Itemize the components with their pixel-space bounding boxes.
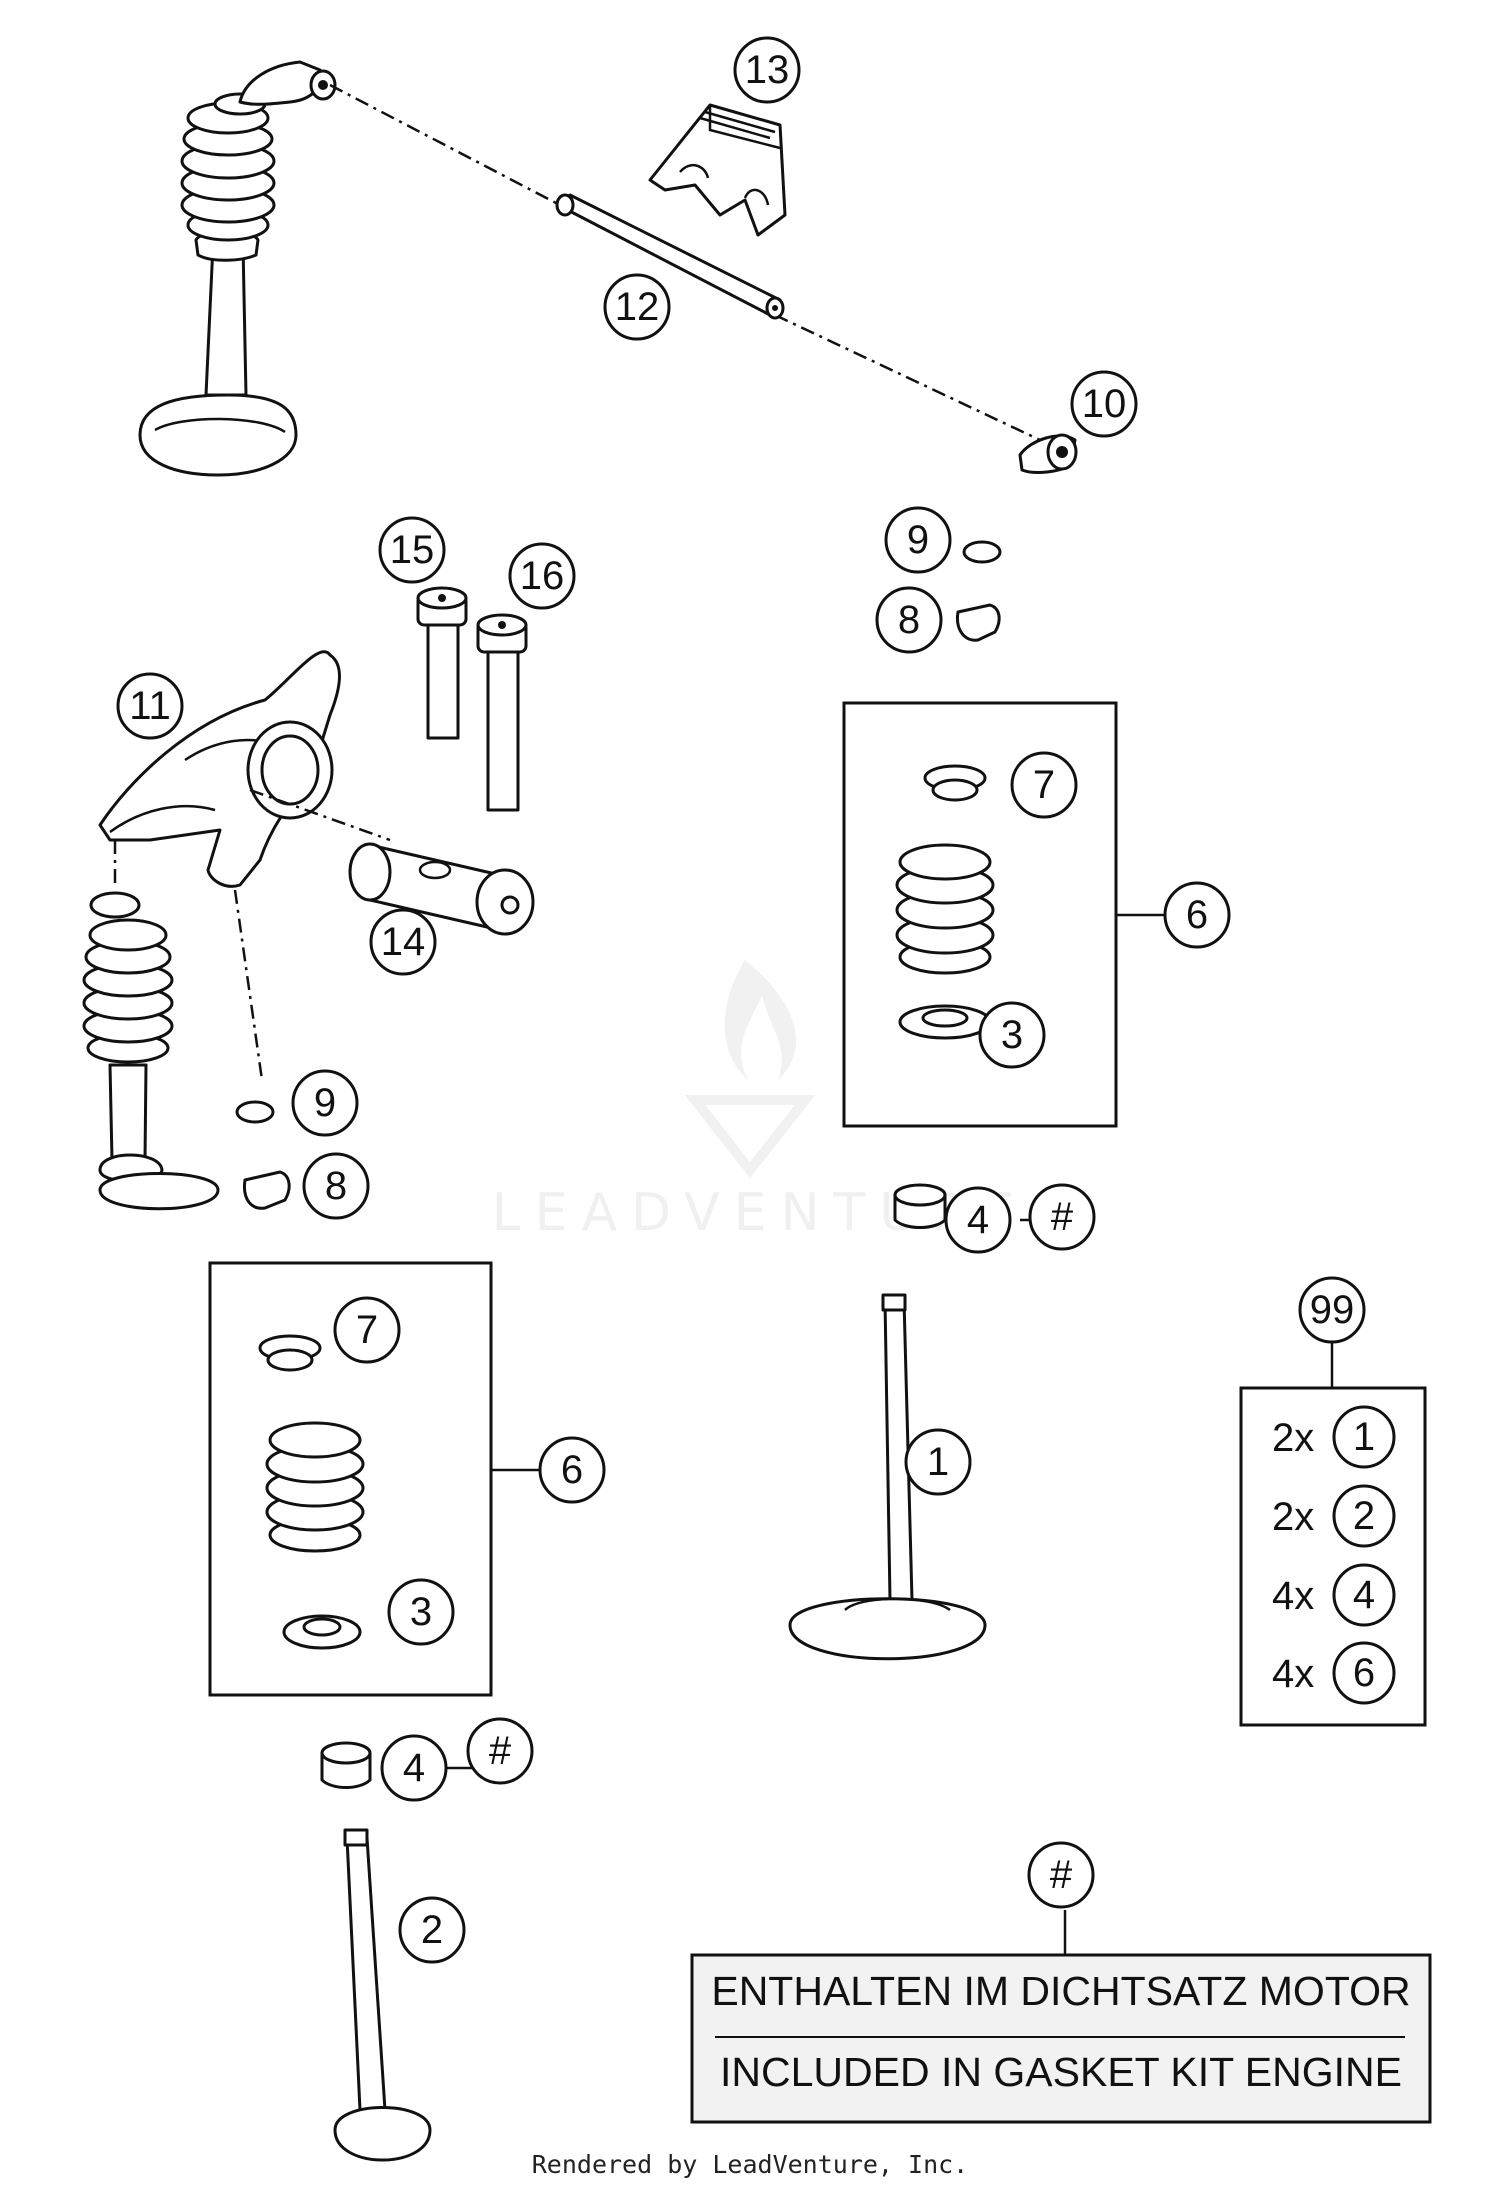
kit-qty: 2x [1272, 1416, 1314, 1460]
intake-valve [788, 1293, 987, 1661]
kit-row: 2x 2 [1272, 1484, 1396, 1548]
svg-text:15: 15 [390, 528, 435, 572]
svg-text:6: 6 [561, 1448, 583, 1492]
rocker-shaft [555, 193, 785, 320]
rocker-clip [648, 103, 787, 237]
callout-8-left[interactable]: 8 [302, 1152, 370, 1220]
callout-13[interactable]: 13 [733, 36, 801, 104]
svg-text:9: 9 [314, 1081, 336, 1125]
callout-9-right[interactable]: 9 [884, 506, 952, 574]
rocker-arm-small [1018, 433, 1078, 474]
svg-text:11: 11 [129, 684, 171, 728]
roller-pin [348, 842, 535, 936]
valve-shim-right [962, 540, 1002, 564]
svg-text:7: 7 [1033, 763, 1055, 807]
svg-text:8: 8 [325, 1164, 347, 1208]
kit-row: 2x 1 [1272, 1405, 1396, 1469]
svg-text:#: # [1051, 1195, 1074, 1239]
svg-text:4: 4 [967, 1198, 989, 1242]
kit-99-box [1239, 1386, 1427, 1727]
kit-part: 2 [1353, 1494, 1375, 1538]
bolt-15 [416, 586, 468, 740]
svg-text:10: 10 [1082, 382, 1127, 426]
svg-text:2: 2 [421, 1908, 443, 1952]
callout-7-left[interactable]: 7 [333, 1296, 401, 1364]
svg-text:8: 8 [898, 598, 920, 642]
spring-kit-box-left [208, 1261, 493, 1697]
kit-row: 4x 4 [1272, 1563, 1396, 1627]
kit-qty: 2x [1272, 1495, 1314, 1539]
gasket-note-box [690, 1953, 1432, 2124]
callout-hash-note[interactable]: # [1027, 1841, 1095, 1909]
svg-text:3: 3 [1001, 1013, 1023, 1057]
callout-3-left[interactable]: 3 [387, 1578, 455, 1646]
svg-text:4: 4 [403, 1746, 425, 1790]
callout-16[interactable]: 16 [508, 542, 576, 610]
svg-text:12: 12 [615, 285, 660, 329]
svg-text:3: 3 [410, 1590, 432, 1634]
callout-15[interactable]: 15 [378, 516, 446, 584]
callout-4-right[interactable]: 4 [944, 1186, 1012, 1254]
callout-9-left[interactable]: 9 [291, 1069, 359, 1137]
svg-text:9: 9 [907, 518, 929, 562]
callout-99[interactable]: 99 [1298, 1276, 1366, 1344]
valve-stem-seal-left [320, 1741, 372, 1789]
callout-4-left[interactable]: 4 [380, 1734, 448, 1802]
rocker-arm-main [98, 650, 341, 888]
valve-keeper-left [242, 1170, 291, 1210]
callout-1[interactable]: 1 [904, 1428, 972, 1496]
callout-11[interactable]: 11 [116, 672, 184, 740]
callout-7-right[interactable]: 7 [1010, 751, 1078, 819]
callout-hash-right[interactable]: # [1028, 1183, 1096, 1251]
callout-hash-left[interactable]: # [466, 1717, 534, 1785]
svg-text:7: 7 [356, 1308, 378, 1352]
kit-part: 4 [1353, 1573, 1375, 1617]
exhaust-valve [333, 1828, 432, 2162]
callout-6-right[interactable]: 6 [1163, 881, 1231, 949]
note-line-english: INCLUDED IN GASKET KIT ENGINE [720, 2049, 1402, 2095]
svg-text:14: 14 [381, 920, 426, 964]
valve-assembly-left [82, 891, 220, 1211]
callout-12[interactable]: 12 [603, 273, 671, 341]
callout-2[interactable]: 2 [398, 1896, 466, 1964]
valve-stem-seal-right [893, 1183, 947, 1229]
svg-text:#: # [489, 1729, 512, 1773]
callout-6-left[interactable]: 6 [538, 1436, 606, 1504]
kit-part: 1 [1353, 1415, 1375, 1459]
svg-text:6: 6 [1186, 893, 1208, 937]
callout-3-right[interactable]: 3 [978, 1001, 1046, 1069]
spring-left [258, 1334, 365, 1650]
callout-14[interactable]: 14 [369, 908, 437, 976]
spring-right [895, 764, 995, 1040]
valve-shim-left [235, 1100, 275, 1124]
svg-text:1: 1 [927, 1440, 949, 1484]
footer-credit: Rendered by LeadVenture, Inc. [532, 2150, 969, 2179]
svg-text:#: # [1050, 1853, 1073, 1897]
svg-text:99: 99 [1310, 1288, 1355, 1332]
callout-8-right[interactable]: 8 [875, 586, 943, 654]
kit-qty: 4x [1272, 1574, 1314, 1618]
callout-10[interactable]: 10 [1070, 370, 1138, 438]
valve-keeper-right [955, 603, 1001, 642]
kit-part: 6 [1353, 1651, 1375, 1695]
kit-row: 4x 6 [1272, 1641, 1396, 1705]
watermark-logo: LEADVENTURE [492, 960, 1014, 1243]
kit-qty: 4x [1272, 1652, 1314, 1696]
svg-text:16: 16 [520, 554, 565, 598]
svg-text:13: 13 [745, 48, 790, 92]
note-line-german: ENTHALTEN IM DICHTSATZ MOTOR [711, 1968, 1410, 2014]
valve-assembly-top-left [138, 60, 337, 477]
bolt-16 [476, 613, 528, 812]
